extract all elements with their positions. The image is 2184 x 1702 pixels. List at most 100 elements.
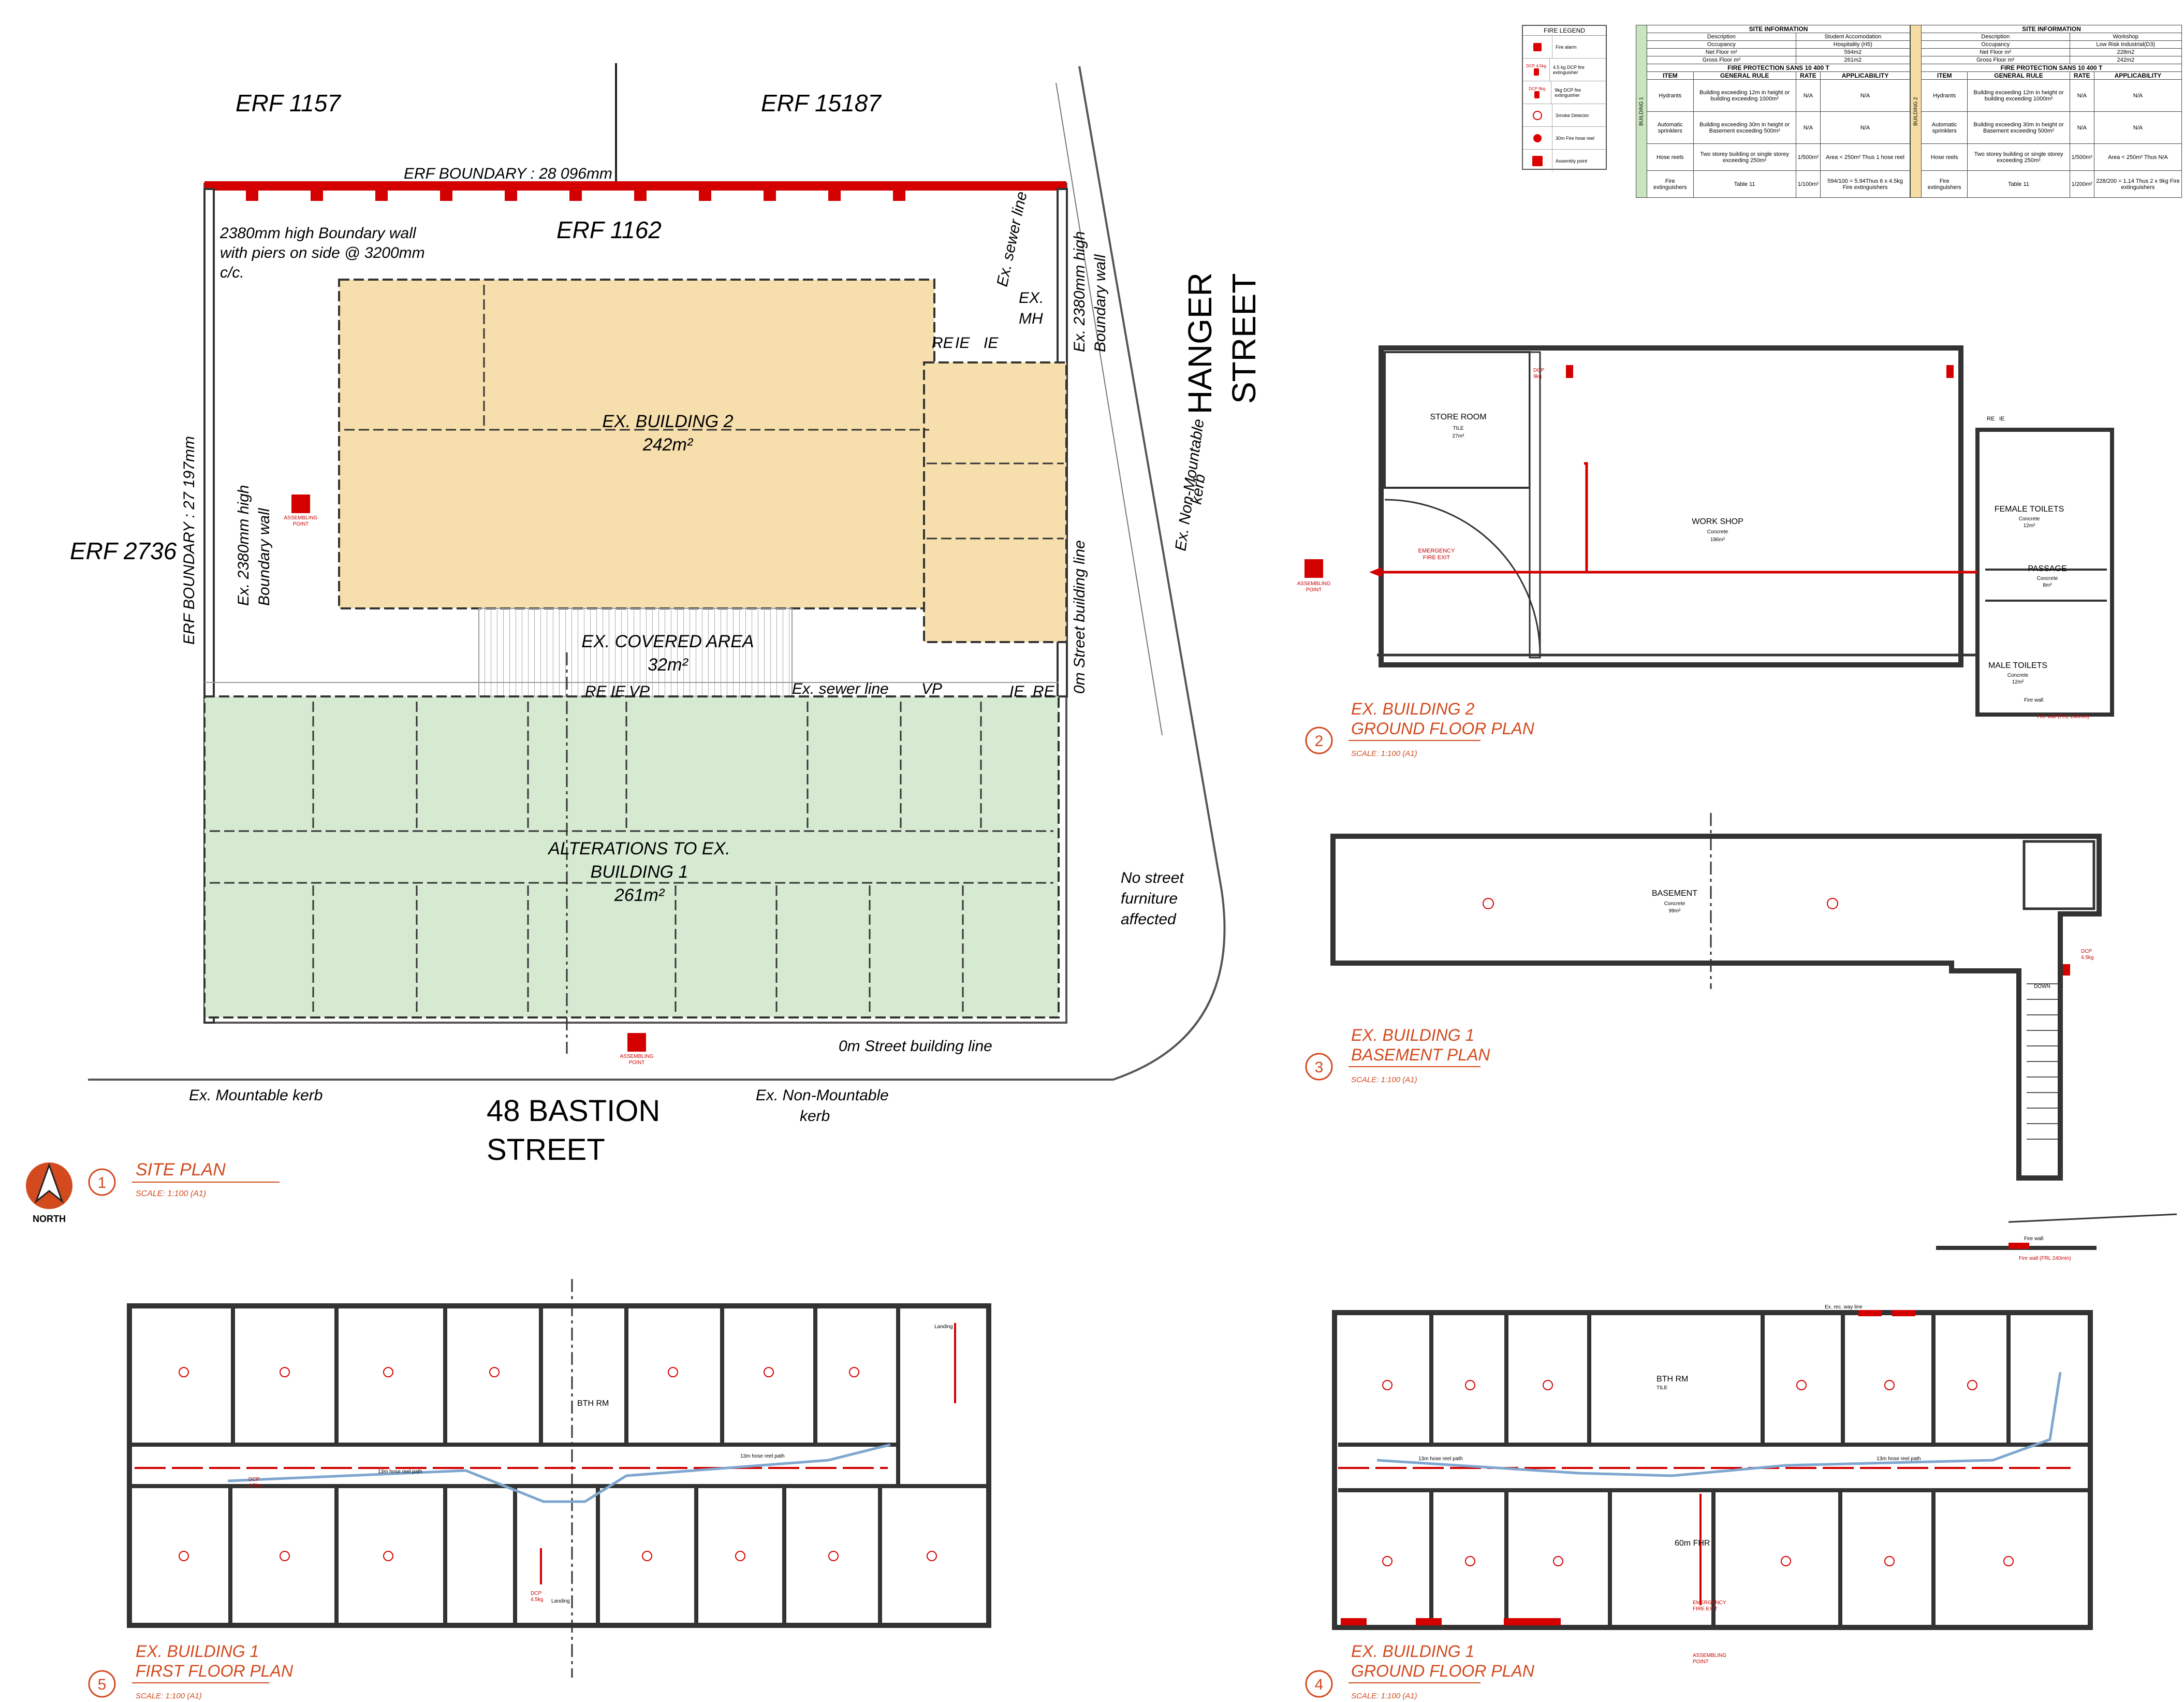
plan-4-labels: BTH RM TILE 60m FHR EMERGENCY FIRE EXIT … (1418, 1236, 2071, 1665)
column-header: ITEM (1921, 71, 1968, 80)
plan-number: 2 (1315, 733, 1324, 750)
ie-label: IE (984, 334, 999, 352)
re-label: RE (1987, 416, 1995, 422)
info-key: Description (1647, 33, 1796, 41)
info-key: Description (1921, 33, 2070, 41)
extinguisher-icon (1566, 365, 1573, 378)
column-header: RATE (1795, 71, 1821, 80)
site-plan: ERF 1157 ERF 15187 ERF 1162 ERF 2736 ERF… (26, 63, 1263, 1224)
room-label: BTH RM (577, 1399, 609, 1408)
table-cell: Building exceeding 30m in height or Base… (1693, 111, 1796, 144)
table-cell: N/A (1795, 79, 1821, 112)
hose-path-label: 13m hose reel path (1418, 1456, 1463, 1462)
table-subheader: FIRE PROTECTION SANS 10 400 T (1921, 64, 2182, 72)
plan-4-title: 4 EX. BUILDING 1 GROUND FLOOR PLAN SCALE… (1305, 1642, 1535, 1700)
info-value: 261m2 (1795, 56, 1911, 64)
ex-mh-label: EX. (1019, 289, 1044, 307)
erf-1162-label: ERF 1162 (556, 216, 662, 243)
room-finish: Concrete (1664, 901, 1685, 907)
column-header: APPLICABILITY (2093, 71, 2182, 80)
hose-path-label: 13m hose reel path (740, 1453, 785, 1459)
emergency-exit-label: FIRE EXIT (1693, 1606, 1718, 1612)
ex-wall-right-label: Boundary wall (1092, 254, 1109, 352)
table-cell: 1/500m² (2069, 143, 2094, 171)
plan-scale: SCALE: 1:100 (A1) (1351, 1075, 1417, 1084)
smoke-detector-icon (1533, 110, 1542, 120)
table-cell: N/A (1820, 111, 1910, 144)
assembly-point-label: ASSEMBLING (284, 515, 317, 521)
legend-code: DCP 9kg (1529, 86, 1546, 91)
extinguisher-icon (1534, 91, 1540, 98)
room-label: MALE TOILETS (1988, 661, 2047, 670)
table-header: SITE INFORMATION (1647, 25, 1910, 33)
assembly-point-label: POINT (1693, 1659, 1709, 1665)
fire-wall-label: Fire wall (FRL 240min) (2019, 1256, 2071, 1261)
table-cell: N/A (2069, 79, 2094, 112)
bastion-street-label: STREET (487, 1133, 605, 1167)
room-finish: Concrete (1707, 529, 1728, 535)
plan-number: 1 (98, 1174, 107, 1191)
north-arrow-icon: NORTH (26, 1162, 72, 1224)
column-header: GENERAL RULE (1693, 71, 1796, 80)
covered-area-area: 32m² (648, 655, 688, 675)
north-label: NORTH (33, 1214, 66, 1224)
room-finish: Concrete (2007, 673, 2029, 678)
site-plan-labels: ERF 1157 ERF 15187 ERF 1162 ERF 2736 ERF… (70, 90, 1263, 1167)
plan-number: 4 (1315, 1676, 1324, 1693)
plan-3-title: 3 EX. BUILDING 1 BASEMENT PLAN SCALE: 1:… (1305, 1026, 1490, 1084)
ie-label: IE (1999, 416, 2004, 422)
assembly-point-label: ASSEMBLING (1693, 1653, 1726, 1659)
dcp-label: 9kg (1533, 374, 1542, 380)
info-key: Gross Floor m² (1647, 56, 1796, 64)
building-1-area: 261m² (614, 885, 665, 905)
info-value: Hospitality (H5) (1795, 40, 1911, 49)
assembly-point-icon (1532, 155, 1543, 166)
table-cell: Two storey building or single storey exc… (1693, 143, 1796, 171)
room-label: BTH RM (1657, 1375, 1688, 1384)
assembly-point-label: ASSEMBLING (1297, 581, 1330, 587)
plan-3-room-labels: BASEMENT Concrete 99m² DOWN DCP 4.5kg (1652, 889, 2093, 990)
legend-label: Smoke Detector (1556, 112, 1589, 118)
boundary-wall-note: c/c. (220, 264, 244, 281)
dcp-label: DCP (248, 1477, 259, 1482)
legend-row: Fire alarm (1523, 36, 1606, 59)
assembly-point-icon (291, 494, 310, 513)
table-cell: Automatic sprinklers (1921, 111, 1968, 144)
hose-reel-label: 60m FHR (1675, 1539, 1710, 1548)
room-area: 12m² (2012, 679, 2024, 685)
emergency-exit-label: EMERGENCY (1418, 548, 1456, 554)
emergency-exit-label: EMERGENCY (1693, 1600, 1726, 1606)
no-street-furniture-label: No street (1121, 869, 1184, 886)
building-1-footprint (203, 695, 1060, 1019)
building-side-label: BUILDING 1 (1636, 25, 1647, 198)
info-value: Workshop (2069, 33, 2182, 41)
room-area: 8m² (2043, 583, 2052, 588)
legend-label: Fire alarm (1556, 44, 1577, 50)
building-2-footprint (338, 279, 935, 609)
dcp-label: 4.5kg (2081, 955, 2093, 961)
assembly-point-label: POINT (1306, 587, 1322, 593)
dcp-label: 4.5kg (248, 1483, 261, 1489)
room-area: 27m² (1453, 433, 1464, 439)
hose-reel-icon (1533, 134, 1542, 142)
stair-label: DOWN (2034, 984, 2050, 990)
sewer-line-diag-label: Ex. sewer line (994, 190, 1031, 288)
no-street-furniture-label: affected (1121, 911, 1177, 928)
room-label: BASEMENT (1652, 889, 1697, 898)
table-cell: Hydrants (1921, 79, 1968, 112)
info-key: Occupancy (1647, 40, 1796, 49)
ex-wall-left-label: Ex. 2380mm high (235, 485, 252, 606)
info-key: Net Floor m² (1647, 48, 1796, 56)
erf-boundary-left-label: ERF BOUNDARY : 27 197mm (181, 436, 198, 645)
plan-title: GROUND FLOOR PLAN (1351, 1662, 1535, 1680)
building-side-label: BUILDING 2 (1910, 25, 1922, 198)
fire-wall-label: Fire wall (2024, 1236, 2043, 1242)
table-cell: N/A (1820, 79, 1910, 112)
table-header: SITE INFORMATION (1921, 25, 2182, 33)
table-subheader: FIRE PROTECTION SANS 10 400 T (1647, 64, 1910, 72)
room-finish: TILE (1453, 426, 1463, 431)
room-finish: Concrete (2019, 516, 2040, 522)
ie-label: IE (955, 334, 970, 352)
